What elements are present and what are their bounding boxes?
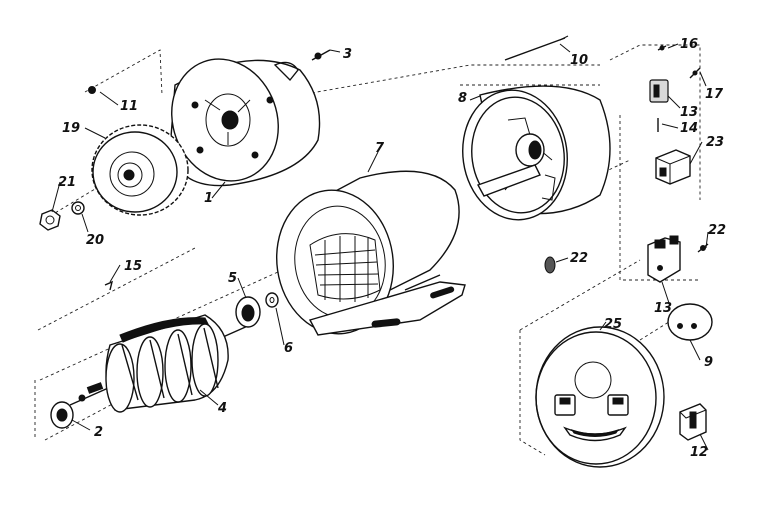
part-plug-12 [679, 403, 707, 441]
part-capacitor-23 [655, 149, 691, 185]
part-key-15-left [104, 280, 114, 291]
part-end-bell-front [169, 58, 321, 187]
callout-14: 14 [680, 121, 698, 136]
callout-8: 8 [458, 91, 467, 106]
part-governor-9 [667, 303, 713, 341]
callout-12: 12 [690, 445, 708, 460]
callout-17: 17 [705, 87, 724, 102]
callout-21: 21 [58, 175, 76, 190]
callout-7: 7 [375, 141, 385, 156]
part-stator-frame [275, 170, 466, 336]
part-gear-pulley [91, 124, 189, 216]
part-end-cover-25 [535, 326, 665, 468]
leader-lines [51, 43, 709, 451]
callout-16: 16 [680, 37, 698, 52]
callout-10: 10 [570, 53, 588, 68]
callout-13-upper: 13 [680, 105, 698, 120]
callout-19: 19 [62, 121, 80, 136]
part-screw-11 [88, 86, 96, 94]
callout-labels: 11 3 19 1 21 20 7 8 10 15 5 6 4 2 22 16 … [58, 37, 726, 460]
part-screw-16 [657, 45, 667, 51]
part-washer-20 [71, 201, 85, 215]
part-end-bell-rear [462, 85, 611, 221]
callout-25: 25 [604, 317, 622, 332]
callout-3: 3 [343, 47, 352, 62]
part-tie-rod [504, 35, 569, 61]
callout-2-lower: 2 [94, 425, 103, 440]
part-clip-17 [689, 67, 701, 79]
part-bearing-2 [50, 401, 74, 429]
part-clip-22-lower [544, 256, 556, 274]
callout-5: 5 [228, 271, 237, 286]
part-screw-3 [311, 49, 331, 61]
callout-11: 11 [120, 99, 138, 114]
callout-9: 9 [704, 355, 713, 370]
part-terminal-13-upper [649, 79, 669, 103]
part-rotor [69, 314, 251, 413]
callout-22-upper: 22 [708, 223, 726, 238]
callout-13-lower: 13 [654, 301, 672, 316]
callout-1: 1 [204, 191, 213, 206]
callout-6: 6 [284, 341, 293, 356]
callout-15-left: 15 [124, 259, 142, 274]
callout-23: 23 [706, 135, 724, 150]
part-nut-21 [39, 209, 61, 231]
callout-22-lower: 22 [570, 251, 588, 266]
part-washer-6 [265, 292, 279, 308]
callout-20: 20 [86, 233, 104, 248]
part-switch-bracket-15 [647, 235, 681, 283]
part-bearing-5 [235, 296, 261, 328]
callout-4: 4 [217, 401, 227, 416]
